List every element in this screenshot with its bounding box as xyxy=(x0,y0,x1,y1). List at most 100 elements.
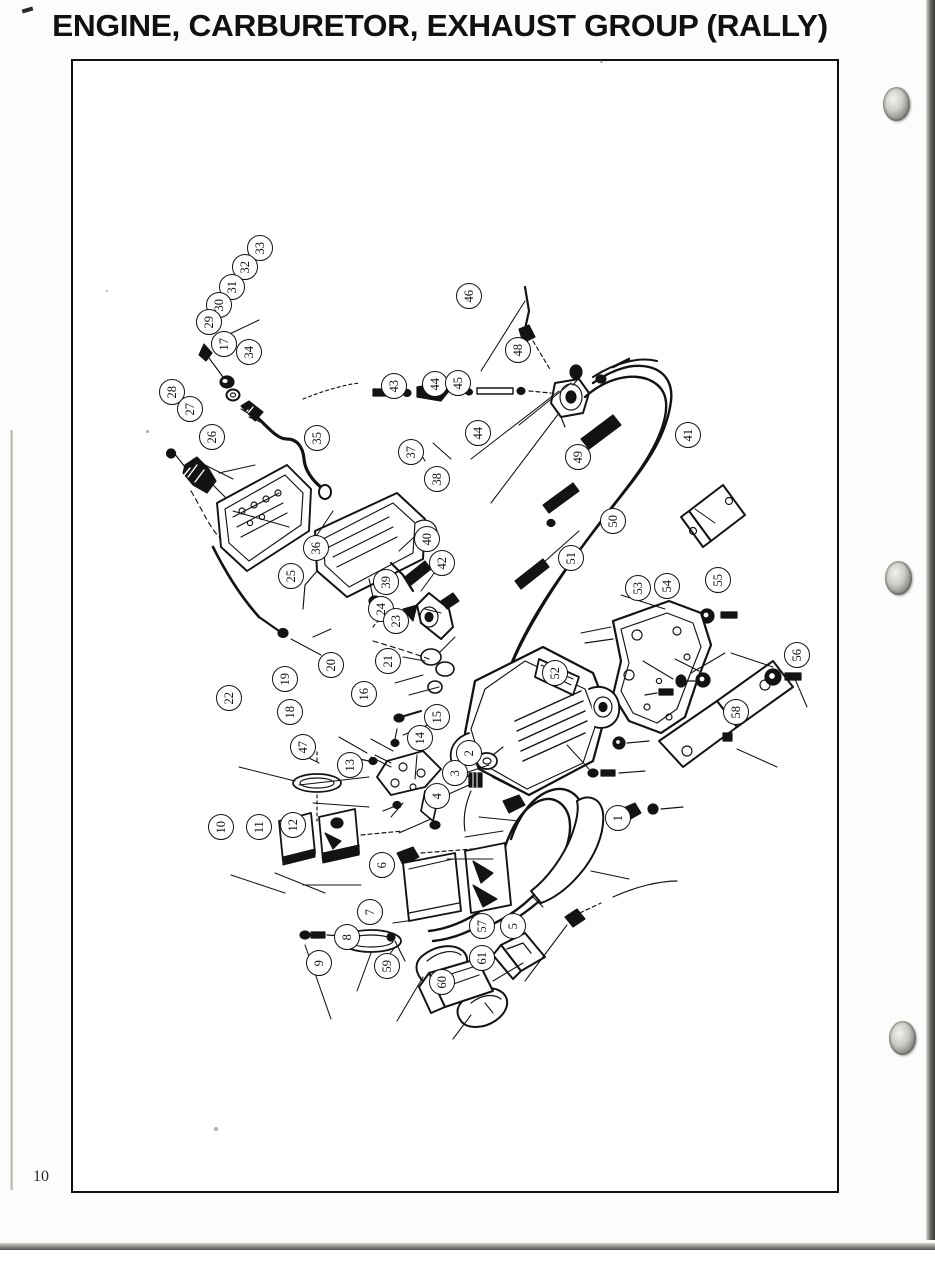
callout-58: 58 xyxy=(723,699,749,725)
callout-2: 2 xyxy=(456,740,482,766)
callout-label: 54 xyxy=(659,579,674,593)
callout-label: 7 xyxy=(362,908,377,916)
callout-label: 60 xyxy=(434,975,449,989)
callout-label: 61 xyxy=(474,951,489,965)
callout-21: 21 xyxy=(375,648,401,674)
part-bracket-51 xyxy=(568,599,713,735)
callout-6: 6 xyxy=(369,852,395,878)
punch-hole-2 xyxy=(885,561,912,595)
callout-55: 55 xyxy=(705,567,731,593)
callout-label: 25 xyxy=(283,569,298,583)
callout-label: 42 xyxy=(434,556,449,570)
callout-label: 55 xyxy=(710,573,725,587)
callout-36: 36 xyxy=(303,535,329,561)
callout-12: 12 xyxy=(280,812,306,838)
callout-54: 54 xyxy=(654,573,680,599)
callout-13: 13 xyxy=(337,752,363,778)
callout-44: 44 xyxy=(422,371,448,397)
callout-19: 19 xyxy=(272,666,298,692)
callout-59: 59 xyxy=(374,953,400,979)
callout-label: 20 xyxy=(323,658,338,672)
callout-18: 18 xyxy=(277,699,303,725)
callout-label: 19 xyxy=(277,672,292,686)
part-carburetor xyxy=(372,560,460,723)
callout-label: 8 xyxy=(339,933,354,941)
callout-label: 41 xyxy=(680,428,695,442)
callout-label: 21 xyxy=(380,654,395,668)
callout-8: 8 xyxy=(334,924,360,950)
callout-label: 49 xyxy=(570,450,585,464)
scan-edge-right xyxy=(926,0,935,1240)
callout-label: 45 xyxy=(450,376,465,390)
callout-label: 16 xyxy=(356,687,371,701)
callout-44: 44 xyxy=(465,420,491,446)
punch-hole-1 xyxy=(883,87,910,121)
part-muffler-assembly xyxy=(165,448,312,639)
callout-61: 61 xyxy=(469,945,495,971)
callout-15: 15 xyxy=(424,704,450,730)
callout-label: 48 xyxy=(510,343,525,357)
part-handle-tube xyxy=(499,357,673,697)
callout-label: 27 xyxy=(182,402,197,416)
callout-52: 52 xyxy=(542,660,568,686)
callout-23: 23 xyxy=(383,608,409,634)
callout-label: 2 xyxy=(461,749,476,757)
callout-34: 34 xyxy=(236,339,262,365)
callout-11: 11 xyxy=(246,814,272,840)
callout-45: 45 xyxy=(445,370,471,396)
callout-label: 32 xyxy=(237,260,252,274)
scan-edge-bottom xyxy=(0,1243,935,1250)
callout-label: 57 xyxy=(474,919,489,933)
callout-label: 52 xyxy=(547,666,562,680)
callout-51: 51 xyxy=(558,545,584,571)
callout-label: 58 xyxy=(728,705,743,719)
callout-46: 46 xyxy=(456,283,482,309)
callout-label: 51 xyxy=(563,551,578,565)
callout-label: 4 xyxy=(429,792,444,800)
callout-label: 22 xyxy=(221,691,236,705)
callout-label: 38 xyxy=(429,472,444,486)
part-fuel-line xyxy=(302,285,590,428)
page-title: ENGINE, CARBURETOR, EXHAUST GROUP (RALLY… xyxy=(52,8,828,43)
part-bracket-41 xyxy=(680,484,746,548)
callout-60: 60 xyxy=(429,969,455,995)
callout-label: 35 xyxy=(309,431,324,445)
callout-49: 49 xyxy=(565,444,591,470)
callout-43: 43 xyxy=(381,373,407,399)
part-ignition-wire xyxy=(198,343,332,500)
callout-label: 28 xyxy=(164,385,179,399)
callout-label: 40 xyxy=(419,532,434,546)
callout-label: 3 xyxy=(447,769,462,777)
scan-edge-left xyxy=(10,430,13,1190)
callout-4: 4 xyxy=(424,783,450,809)
callout-42: 42 xyxy=(429,550,455,576)
callout-label: 10 xyxy=(213,820,228,834)
callout-41: 41 xyxy=(675,422,701,448)
callout-label: 6 xyxy=(374,861,389,869)
callout-37: 37 xyxy=(398,439,424,465)
callout-label: 11 xyxy=(251,820,266,834)
callout-14: 14 xyxy=(407,725,433,751)
callout-label: 1 xyxy=(610,814,625,822)
scan-backdrop xyxy=(0,1250,935,1286)
callout-label: 14 xyxy=(412,731,427,745)
callout-label: 23 xyxy=(388,614,403,628)
callout-40: 40 xyxy=(414,526,440,552)
scan-speck xyxy=(106,290,108,292)
callout-label: 34 xyxy=(241,345,256,359)
callout-1: 1 xyxy=(605,805,631,831)
callout-label: 18 xyxy=(282,705,297,719)
callout-label: 17 xyxy=(216,337,231,351)
callout-label: 44 xyxy=(427,377,442,391)
parts-diagram xyxy=(165,285,808,1040)
callout-label: 37 xyxy=(403,445,418,459)
callout-35: 35 xyxy=(304,425,330,451)
callout-29: 29 xyxy=(196,309,222,335)
callout-9: 9 xyxy=(306,950,332,976)
callout-48: 48 xyxy=(505,337,531,363)
callout-label: 5 xyxy=(505,922,520,930)
callout-label: 9 xyxy=(311,959,326,967)
callout-7: 7 xyxy=(357,899,383,925)
callout-label: 39 xyxy=(378,575,393,589)
